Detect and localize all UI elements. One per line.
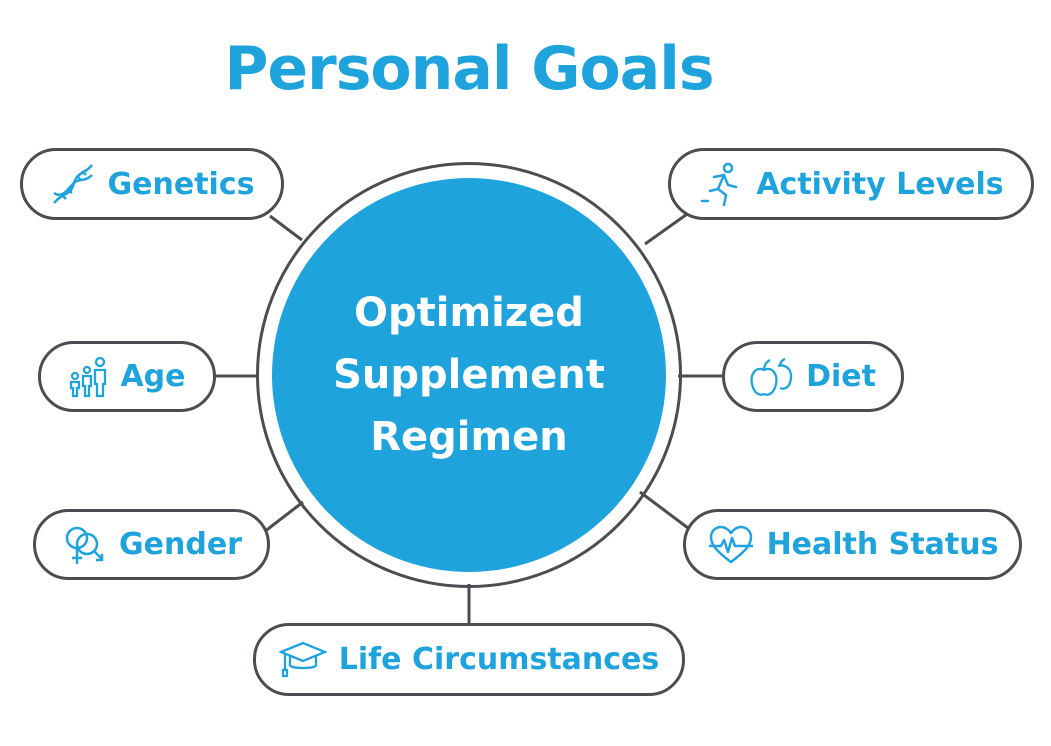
connector-gender: [263, 500, 304, 534]
factor-label: Life Circumstances: [338, 642, 660, 677]
page-title: Personal Goals: [224, 34, 714, 104]
factor-activity: Activity Levels: [668, 148, 1034, 220]
center-circle: Optimized Supplement Regimen: [256, 162, 682, 588]
factor-gender: Gender: [33, 509, 270, 580]
gender-symbols-icon: [65, 526, 104, 564]
family-icon: [70, 356, 107, 397]
factor-label: Health Status: [766, 527, 999, 562]
connector-health: [639, 490, 689, 530]
connector-activity: [644, 210, 691, 246]
center-line-1: Optimized: [354, 290, 584, 336]
heartbeat-icon: [708, 525, 753, 563]
factor-label: Genetics: [107, 166, 255, 202]
factor-label: Activity Levels: [756, 166, 1004, 202]
factor-label: Age: [120, 359, 186, 394]
factor-label: Gender: [119, 527, 242, 562]
factor-health: Health Status: [683, 509, 1022, 580]
graduation-cap-icon: [278, 641, 327, 677]
factor-age: Age: [38, 341, 216, 412]
center-line-2: Supplement: [333, 352, 605, 398]
dna-icon: [52, 164, 93, 204]
apple-icon: [750, 357, 793, 396]
factor-diet: Diet: [722, 341, 904, 412]
factor-genetics: Genetics: [20, 148, 284, 220]
running-person-icon: [701, 162, 738, 207]
center-label: Optimized Supplement Regimen: [272, 178, 666, 572]
center-line-3: Regimen: [370, 414, 568, 460]
connector-genetics: [269, 214, 303, 242]
factor-life: Life Circumstances: [253, 623, 685, 696]
factor-label: Diet: [806, 359, 876, 394]
